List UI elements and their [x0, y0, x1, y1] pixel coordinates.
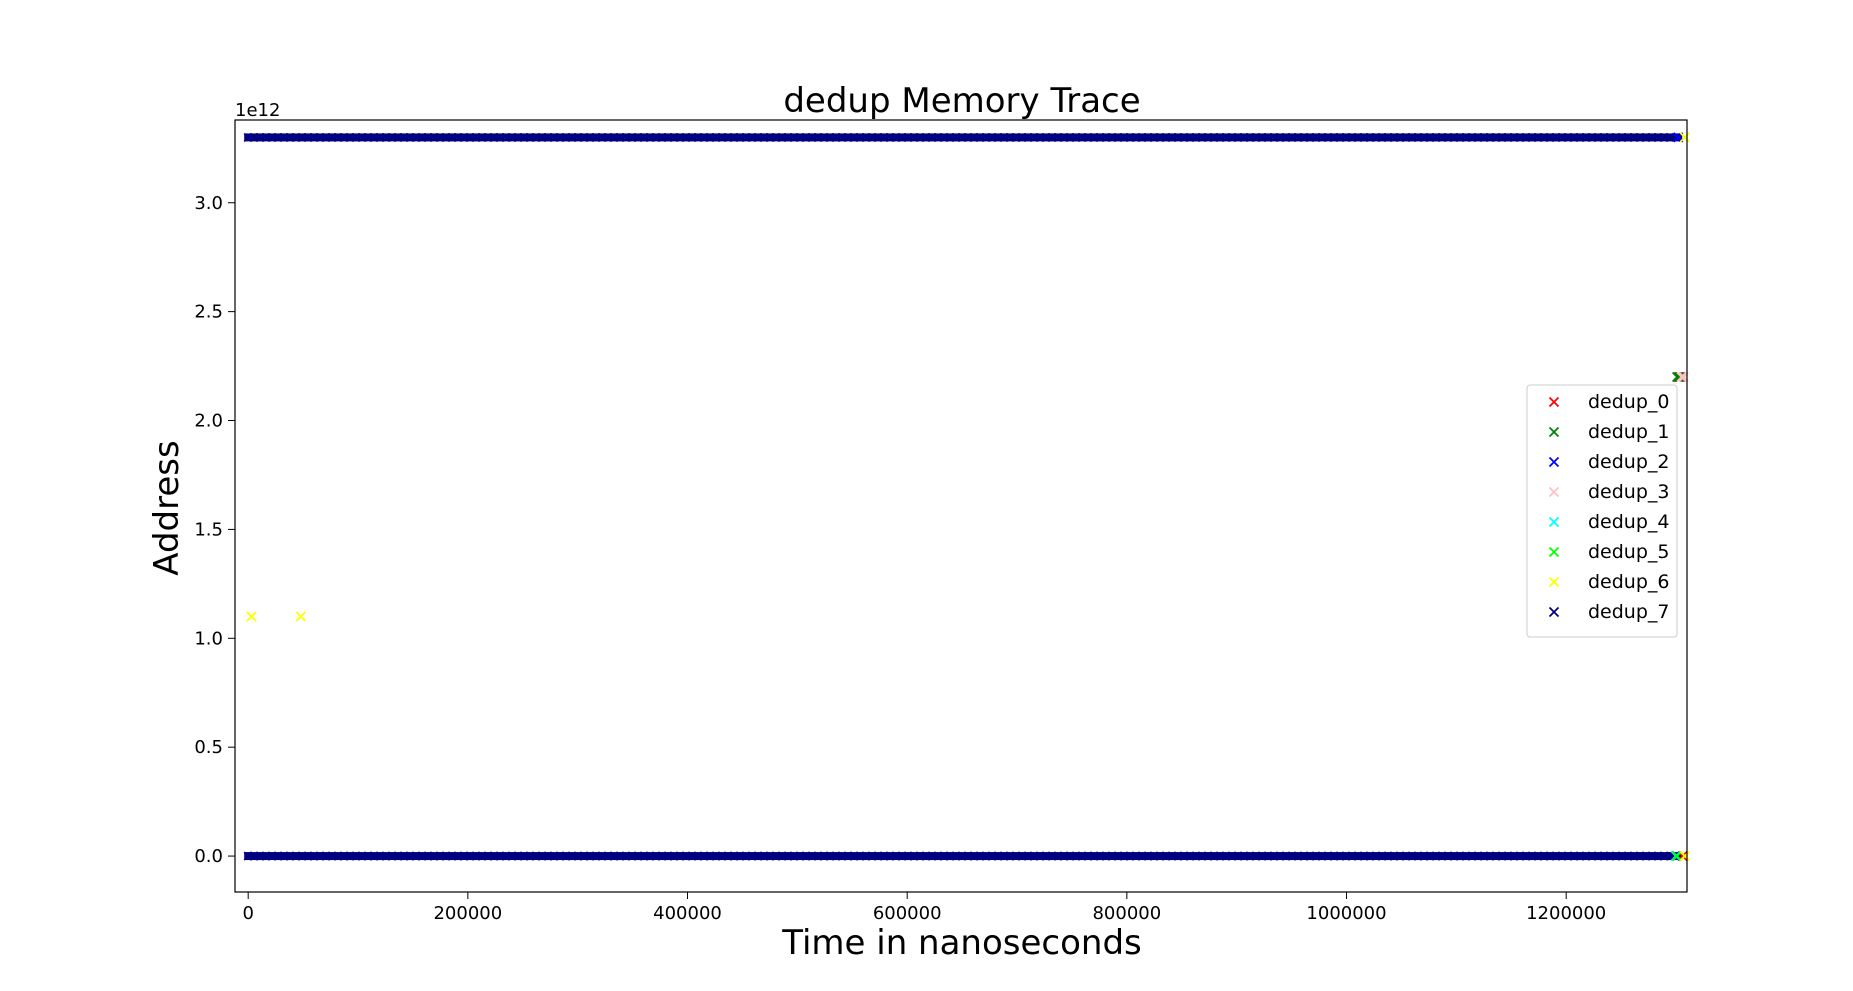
legend-label: dedup_2	[1588, 451, 1670, 473]
plot-frame	[234, 119, 1688, 893]
x-tick-label: 0	[242, 903, 253, 924]
dedup_7-band	[243, 132, 1683, 142]
y-tick-label: 1.0	[194, 628, 223, 649]
x-tick-label: 600000	[873, 903, 942, 924]
legend-label: dedup_0	[1588, 391, 1670, 413]
y-tick-label: 2.0	[194, 411, 223, 432]
x-tick-label: 800000	[1092, 903, 1161, 924]
dedup_7-band	[243, 851, 1683, 861]
legend-marker	[1548, 426, 1560, 438]
x-axis-label: Time in nanoseconds	[781, 923, 1142, 963]
dedup_5-point	[1671, 850, 1683, 862]
legend-label: dedup_6	[1588, 571, 1670, 593]
legend-box	[1526, 384, 1678, 638]
legend-marker	[1548, 456, 1560, 468]
legend: dedup_0 dedup_1 dedup_2 dedup_3 dedup_4dedup…	[1526, 384, 1678, 638]
dedup_1-point	[1674, 371, 1685, 383]
legend-label: dedup_3	[1588, 481, 1670, 503]
y-offset-text: 1e12	[235, 100, 280, 121]
legend-item-dedup_4: dedup_4	[1548, 511, 1670, 533]
chart-title: dedup Memory Trace	[783, 81, 1140, 121]
legend-label: dedup_4	[1588, 511, 1670, 533]
x-tick-label: 1200000	[1526, 903, 1606, 924]
dedup_6-point	[246, 611, 257, 622]
y-axis-label: Address	[147, 440, 187, 575]
x-tick-label: 1000000	[1306, 903, 1386, 924]
legend-item-dedup_0: dedup_0	[1548, 391, 1670, 413]
x-tick-label: 400000	[653, 903, 722, 924]
legend-label: dedup_7	[1588, 601, 1670, 623]
legend-label: dedup_1	[1588, 421, 1670, 443]
legend-marker	[1548, 486, 1560, 498]
dedup_6-point	[1679, 132, 1690, 143]
legend-marker	[1548, 516, 1560, 528]
dedup_6-point	[1679, 850, 1690, 862]
x-tick-label: 200000	[433, 903, 502, 924]
legend-item-dedup_3: dedup_3	[1548, 481, 1670, 503]
dedup_3-point	[1676, 371, 1687, 383]
legend-marker	[1548, 606, 1560, 618]
legend-item-dedup_6: dedup_6	[1548, 571, 1670, 593]
legend-item-dedup_5: dedup_5	[1548, 541, 1670, 563]
legend-marker	[1548, 576, 1560, 588]
y-tick-label: 3.0	[194, 193, 223, 214]
x-axis-ticks: 0 200000 400000 600000 800000 1000000 1200000	[242, 892, 1606, 924]
legend-item-dedup_7: dedup_7	[1548, 601, 1670, 623]
plot-area	[243, 132, 1690, 862]
y-axis-ticks: 0.0 0.5 1.0 1.5 2.0 2.5 3.0	[194, 193, 235, 867]
dedup_6-point	[295, 611, 307, 622]
dedup_7-point	[1671, 132, 1681, 142]
legend-item-dedup_2: dedup_2	[1548, 451, 1670, 473]
y-tick-label: 2.5	[194, 302, 223, 323]
y-tick-label: 0.0	[194, 846, 223, 867]
legend-marker	[1548, 546, 1560, 558]
y-tick-label: 0.5	[194, 737, 223, 758]
legend-label: dedup_5	[1588, 541, 1670, 563]
y-tick-label: 1.5	[194, 519, 223, 540]
legend-marker	[1548, 396, 1560, 408]
legend-item-dedup_1: dedup_1	[1548, 421, 1670, 443]
